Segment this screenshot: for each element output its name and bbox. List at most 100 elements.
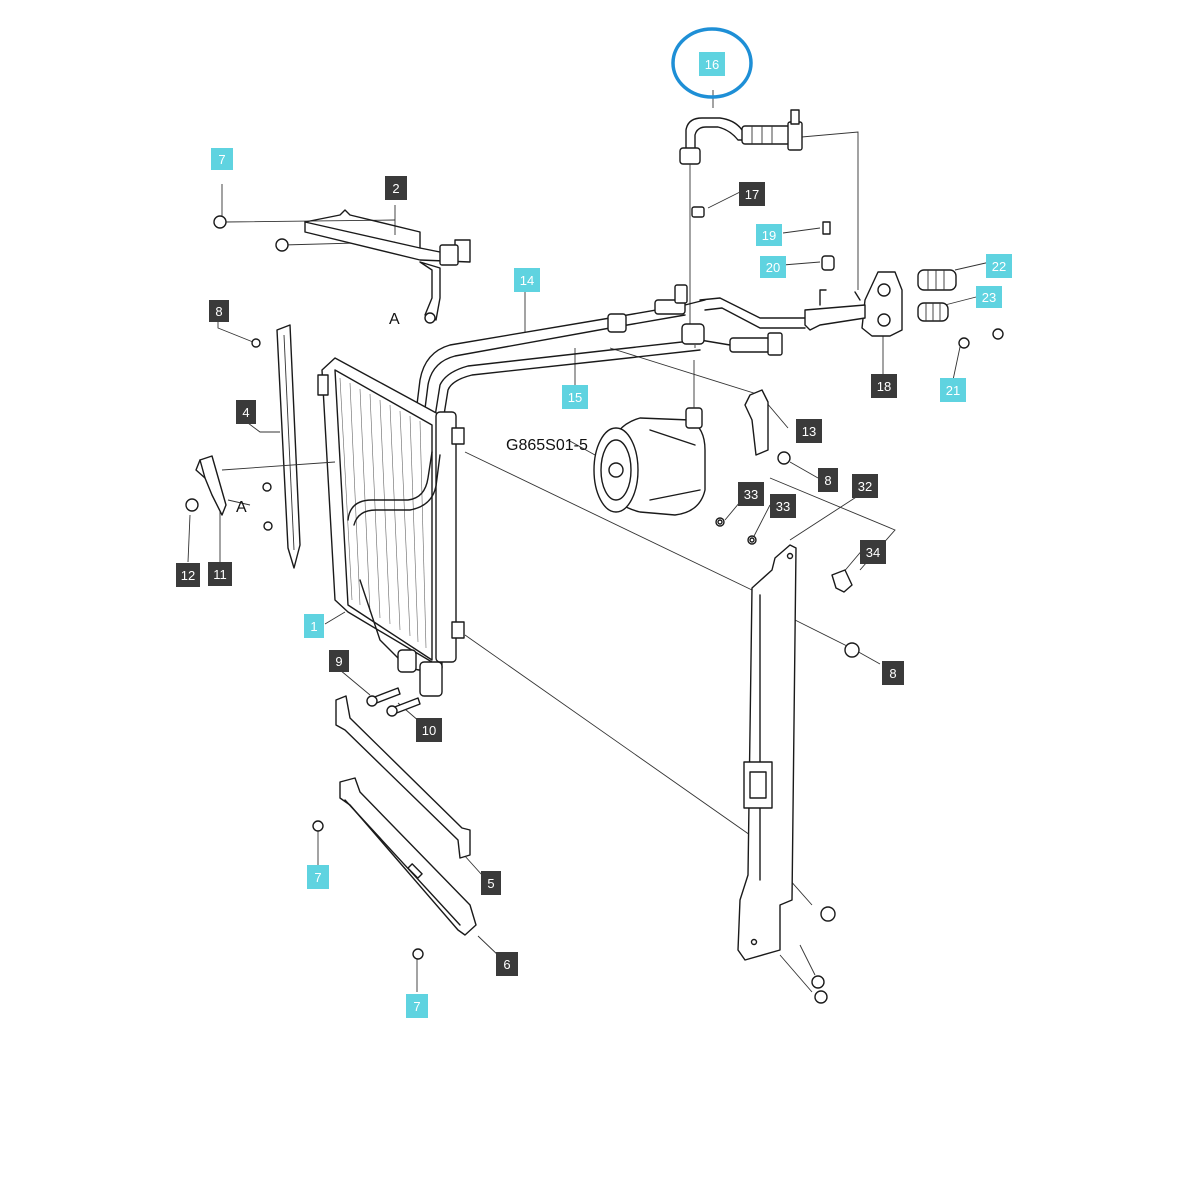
part-16-hose [679,109,803,330]
callout-7-mid: 7 [307,865,329,889]
callout-2: 2 [385,176,407,200]
part-2-bracket [213,209,471,324]
part-13-clip [744,389,769,456]
callout-badge [738,482,764,506]
datum-line [221,461,336,471]
callout-11: 11 [208,562,232,586]
callout-21: 21 [940,378,966,402]
callout-badge [739,182,765,206]
callout-text: 12 [181,568,195,583]
callout-text: 33 [776,499,790,514]
callout-7-top: 7 [211,148,233,170]
callout-badge [770,494,796,518]
callout-badge [496,952,518,976]
callout-badge [760,256,786,278]
compressor [593,360,706,516]
callout-badge [329,650,349,672]
callout-badge [211,148,233,170]
callout-10: 10 [416,718,442,742]
callout-badge [385,176,407,200]
datum-label-lower: A [236,499,247,516]
callout-badge [882,661,904,685]
callout-labels: 16 7 2 17 19 20 22 23 14 8 18 21 15 4 13… [176,52,1012,1018]
callout-text: 14 [520,273,534,288]
part-32-panel [737,544,797,961]
callout-8-right: 8 [882,661,904,685]
callout-16: 16 [699,52,725,76]
callout-text: 6 [503,957,510,972]
callout-15: 15 [562,385,588,409]
callout-18: 18 [871,374,897,398]
callout-17: 17 [739,182,765,206]
callout-text: 19 [762,228,776,243]
callout-text: 34 [866,545,880,560]
part-6-bracket [312,777,477,960]
callout-text: 13 [802,424,816,439]
callout-7-bottom: 7 [406,994,428,1018]
callout-text: 2 [392,181,399,196]
callout-33-b: 33 [770,494,796,518]
callout-19: 19 [756,224,782,246]
callout-text: 18 [877,379,891,394]
callout-badge [208,562,232,586]
callout-badge [416,718,442,742]
part-1-condenser [317,357,465,697]
part-4-strip [251,324,301,569]
callout-text: 8 [889,666,896,681]
part-9-10-bolts [366,687,421,717]
callout-badge [406,994,428,1018]
callout-badge [986,254,1012,278]
callout-badge [940,378,966,402]
reference-code: G865S01-5 [506,437,588,454]
callout-badge [514,268,540,292]
callout-text: 21 [946,383,960,398]
part-14-15-pipes [411,284,806,453]
callout-text: 1 [310,619,317,634]
callout-badge [756,224,782,246]
callout-9: 9 [329,650,349,672]
callout-4: 4 [236,400,256,424]
callout-text: 7 [314,870,321,885]
callout-14: 14 [514,268,540,292]
callout-8-mid: 8 [818,468,838,492]
callout-20: 20 [760,256,786,278]
callout-badge [481,871,501,895]
callout-text: 20 [766,260,780,275]
callout-text: 10 [422,723,436,738]
callout-badge [860,540,886,564]
datum-line-2 [227,499,251,506]
callout-text: 9 [335,654,342,669]
part-19-20-bolts [821,221,835,271]
callout-badge [852,474,878,498]
part-18-bracket [804,271,903,337]
callout-8-left: 8 [209,300,229,322]
part-5-bracket [335,695,471,859]
callout-33-a: 33 [738,482,764,506]
callout-badge [562,385,588,409]
callout-text: 22 [992,259,1006,274]
part-8-33-34-fasteners [715,451,860,1004]
callout-badge [818,468,838,492]
callout-badge [796,419,822,443]
callout-text: 5 [487,876,494,891]
callout-32: 32 [852,474,878,498]
callout-text: 8 [215,304,222,319]
callout-text: 23 [982,290,996,305]
callout-badge [304,614,324,638]
callout-23: 23 [976,286,1002,308]
callout-1: 1 [304,614,324,638]
highlight-ring [671,27,753,99]
part-22-23-fittings [917,269,957,322]
callout-badge [871,374,897,398]
callout-badge [699,52,725,76]
callout-text: 4 [242,405,249,420]
callout-badge [176,563,200,587]
datum-label-upper: A [389,311,400,328]
callout-text: 8 [824,473,831,488]
callout-badge [307,865,329,889]
callout-34: 34 [860,540,886,564]
callout-text: 11 [213,567,227,582]
callout-text: 16 [705,57,719,72]
part-21-screws [958,328,1004,349]
